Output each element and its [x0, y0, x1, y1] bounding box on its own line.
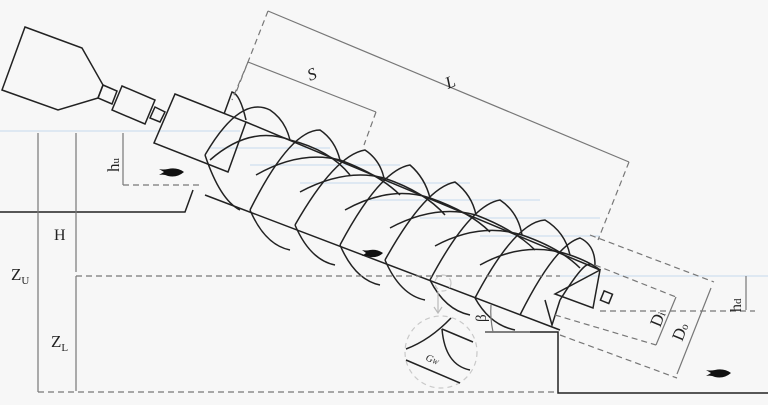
label-Do: Do [668, 319, 692, 343]
dimension-inner-diameter [554, 264, 677, 346]
elevation-lines [37, 133, 755, 393]
upper-bearing-icon [153, 91, 247, 173]
inclination-angle-marker [485, 304, 530, 333]
label-ZL: ZL [51, 332, 68, 354]
label-H: H [54, 227, 66, 244]
fish-icon-downstream [706, 369, 731, 378]
generator-icon [1, 26, 104, 111]
label-hd: hd [728, 298, 745, 312]
water-surface-lines [0, 130, 768, 277]
fish-icon-screw [362, 249, 383, 258]
label-gap-width: GW [424, 353, 441, 369]
lower-bearing-icon [553, 268, 614, 310]
upstream-channel [0, 189, 194, 213]
dimension-outer-diameter [559, 234, 715, 379]
label-ZU: ZU [11, 265, 29, 287]
label-L: L [441, 72, 458, 94]
coupling-icon [97, 84, 118, 105]
label-hu: hu [104, 158, 123, 173]
dimension-length-L [234, 10, 630, 241]
gearbox-icon [111, 85, 167, 125]
label-S: S [304, 64, 319, 85]
downstream-channel [485, 331, 768, 394]
label-Di: Di [646, 308, 669, 329]
fish-icon-upstream [159, 168, 184, 177]
label-beta: β [474, 314, 490, 322]
magnifier-detail-icon [404, 274, 478, 389]
dimension-pitch-S [231, 61, 377, 146]
screw-shaft [204, 121, 601, 331]
screw-blades [204, 106, 601, 331]
